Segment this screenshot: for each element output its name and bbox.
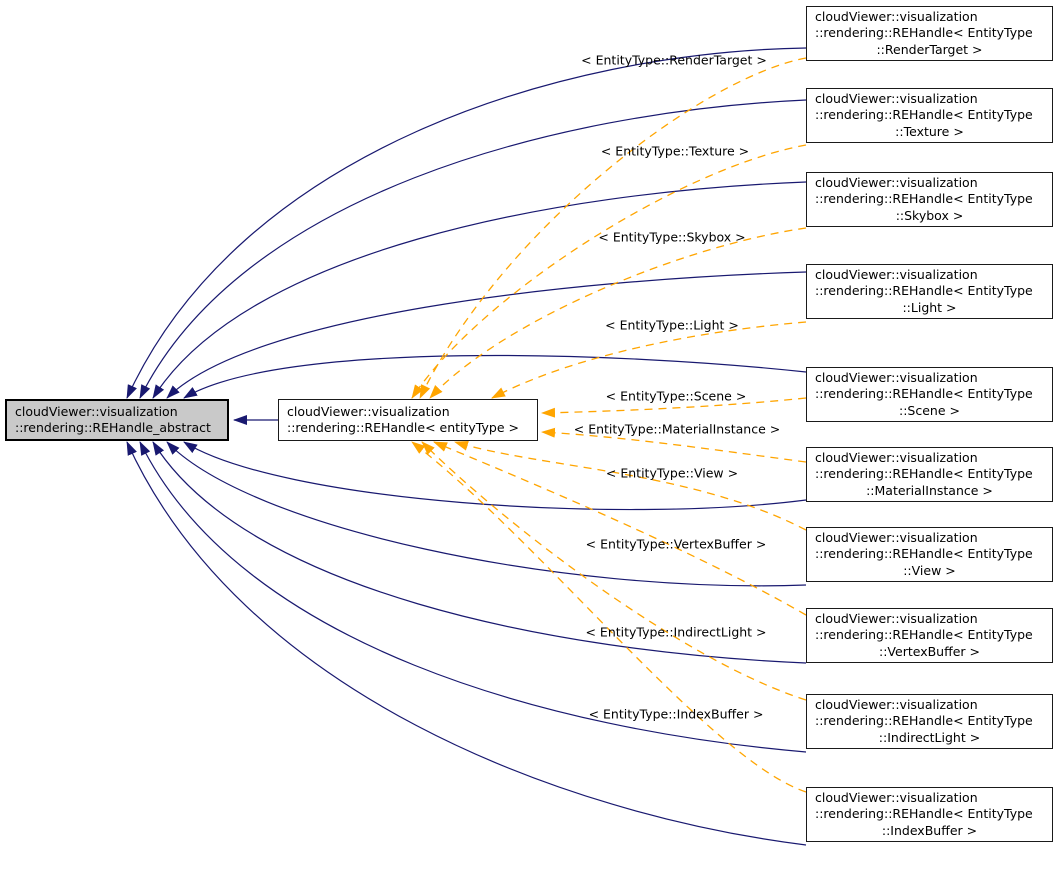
class-name-line: cloudViewer::visualization [815,449,978,465]
class-name-line: ::RenderTarget > [876,41,983,57]
class-name-line: ::rendering::REHandle< EntityType [815,25,1033,41]
inheritance-edge-light [166,271,807,399]
class-name-line: cloudViewer::visualization [815,696,978,712]
class-name-line: ::Light > [902,299,957,315]
class-node-rehandle-skybox[interactable]: cloudViewer::visualization ::rendering::… [806,172,1053,227]
inheritance-edge-view [166,441,807,587]
class-name-line: cloudViewer::visualization [815,610,978,626]
inheritance-edge-texture [139,99,807,399]
inheritance-edge-materialinstance [183,441,807,511]
template-edge-view [454,441,807,531]
class-name-line: ::rendering::REHandle< EntityType [815,713,1033,729]
class-name-line: cloudViewer::visualization [815,369,978,385]
class-node-rehandle-indirectlight[interactable]: cloudViewer::visualization ::rendering::… [806,694,1053,749]
class-name-line: ::VertexBuffer > [879,643,980,659]
template-edge-materialinstance [541,427,807,463]
class-node-rehandle-abstract[interactable]: cloudViewer::visualization ::rendering::… [5,399,229,441]
class-name-line: ::rendering::REHandle< EntityType [815,386,1033,402]
class-node-rehandle-rendertarget[interactable]: cloudViewer::visualization ::rendering::… [806,6,1053,61]
class-name-line: ::rendering::REHandle< EntityType [815,191,1033,207]
template-edge-rendertarget [419,57,807,399]
class-node-rehandle-materialinstance[interactable]: cloudViewer::visualization ::rendering::… [806,447,1053,502]
class-name-line: cloudViewer::visualization [815,529,978,545]
class-name-line: cloudViewer::visualization [287,403,450,419]
inheritance-edge-vertexbuffer [152,441,807,664]
class-name-line: cloudViewer::visualization [815,266,978,282]
template-edge-light [491,321,807,399]
class-name-line: ::MaterialInstance > [866,482,993,498]
class-name-line: cloudViewer::visualization [815,90,978,106]
class-name-line: ::Texture > [895,123,964,139]
class-node-rehandle-template[interactable]: cloudViewer::visualization ::rendering::… [278,399,538,441]
class-node-rehandle-view[interactable]: cloudViewer::visualization ::rendering::… [806,527,1053,582]
class-name-line: cloudViewer::visualization [815,789,978,805]
class-name-line: ::rendering::REHandle< EntityType [815,546,1033,562]
template-edge-texture [411,144,807,399]
class-name-line: ::IndexBuffer > [881,822,978,838]
template-edge-vertexbuffer [433,441,807,616]
class-name-line: ::IndirectLight > [878,729,981,745]
class-node-rehandle-scene[interactable]: cloudViewer::visualization ::rendering::… [806,367,1053,422]
inheritance-edge-indexbuffer [126,441,807,846]
inheritance-edge-scene [183,354,807,399]
class-name-line: ::rendering::REHandle< EntityType [815,107,1033,123]
class-name-line: ::rendering::REHandle< entityType > [287,420,519,435]
class-name-line: ::View > [903,562,956,578]
class-name-line: cloudViewer::visualization [15,403,178,419]
template-edge-scene [541,397,807,418]
class-name-line: ::rendering::REHandle< EntityType [815,466,1033,482]
class-name-line: cloudViewer::visualization [815,8,978,24]
class-node-rehandle-light[interactable]: cloudViewer::visualization ::rendering::… [806,264,1053,319]
class-node-rehandle-vertexbuffer[interactable]: cloudViewer::visualization ::rendering::… [806,608,1053,663]
class-name-line: ::Scene > [899,402,960,418]
inheritance-edge-rendertarget [126,47,807,399]
class-name-line: ::rendering::REHandle< EntityType [815,283,1033,299]
template-edge-indirectlight [421,441,807,701]
class-name-line: ::rendering::REHandle< EntityType [815,627,1033,643]
class-name-line: ::rendering::REHandle_abstract [15,420,211,435]
class-node-rehandle-indexbuffer[interactable]: cloudViewer::visualization ::rendering::… [806,787,1053,842]
inheritance-edge-indirectlight [139,441,807,753]
class-node-rehandle-texture[interactable]: cloudViewer::visualization ::rendering::… [806,88,1053,143]
template-edge-indexbuffer [411,441,807,793]
inheritance-edge-skybox [152,181,807,399]
template-edge-skybox [429,227,807,399]
class-name-line: cloudViewer::visualization [815,174,978,190]
class-name-line: ::Skybox > [895,207,964,223]
class-name-line: ::rendering::REHandle< EntityType [815,806,1033,822]
